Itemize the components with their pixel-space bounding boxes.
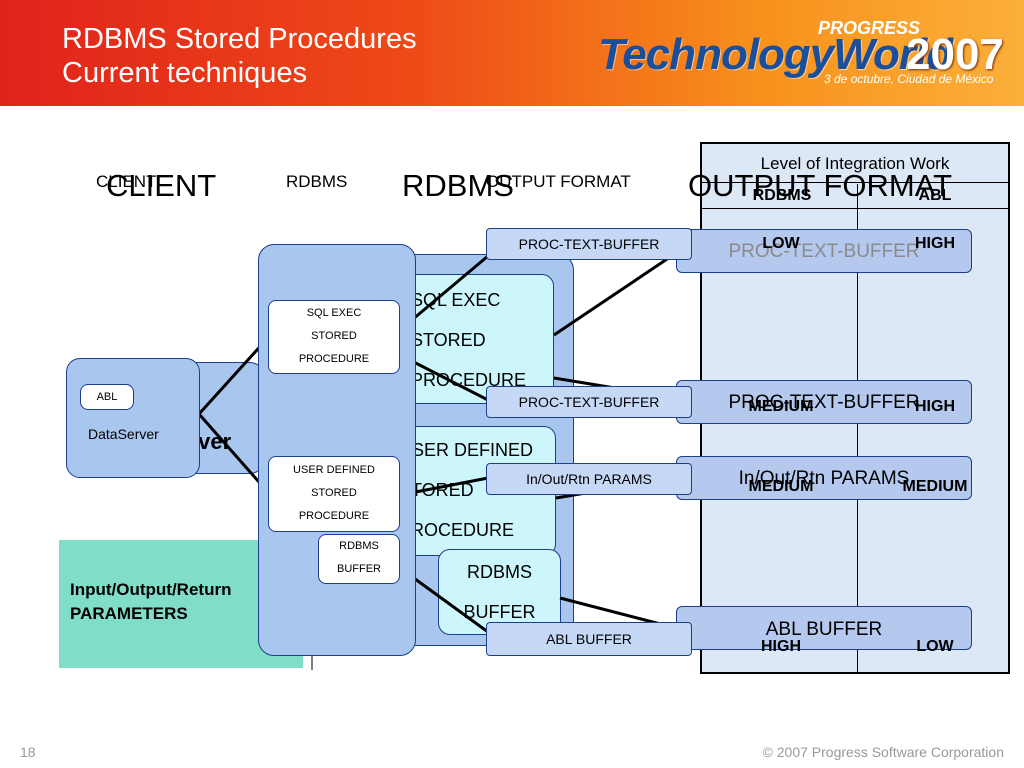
sql-exec-stored-procedure: SQL EXEC STORED PROCEDURE xyxy=(268,300,400,374)
column-header-client-small: CLIENT xyxy=(96,172,157,191)
copyright: © 2007 Progress Software Corporation xyxy=(762,744,1004,760)
dataserver-label: DataServer xyxy=(88,426,159,442)
tag-abl-buffer: ABL BUFFER xyxy=(486,622,692,656)
parameters-line-1: Input/Output/Return xyxy=(70,580,232,599)
connector-dataserver-user-defined xyxy=(197,413,268,491)
rdbms-buffer-small-line-1: RDBMS xyxy=(339,540,379,552)
cell-row2-abl: HIGH xyxy=(915,398,955,415)
column-header-rdbms-large: RDBMS xyxy=(402,168,514,203)
user-def-line-3: PROCEDURE xyxy=(399,520,515,540)
output-bar-inout-params: In/Out/Rtn PARAMS xyxy=(676,456,972,500)
rdbms-buffer-large: RDBMS BUFFER xyxy=(438,549,561,635)
slide-number: 18 xyxy=(20,744,36,760)
dataserver-box xyxy=(66,358,200,478)
cell-row1-abl: HIGH xyxy=(915,235,955,252)
bar-label: In/Out/Rtn PARAMS xyxy=(738,468,910,489)
column-header-output-small: OUTPUT FORMAT xyxy=(486,172,631,191)
abl-label: ABL xyxy=(96,391,118,403)
table-divider-top xyxy=(702,182,1008,183)
connector-large-proc-text-1 xyxy=(553,251,677,337)
tag-proc-text-buffer-2: PROC-TEXT-BUFFER xyxy=(486,386,692,418)
table-column-divider xyxy=(857,184,858,674)
logo-progress: PROGRESS xyxy=(818,18,921,38)
cell-row3-abl: MEDIUM xyxy=(902,478,968,495)
sql-exec-line-1: SQL EXEC xyxy=(411,290,501,310)
column-header-rdbms-small: RDBMS xyxy=(286,172,348,191)
bar-label: PROC-TEXT-BUFFER xyxy=(728,241,920,262)
table-col-rdbms: RDBMS xyxy=(752,187,812,204)
title-line-1: RDBMS Stored Procedures xyxy=(62,23,417,55)
cell-row4-abl: LOW xyxy=(916,638,954,655)
logo-technologyworld: TechnologyWorld xyxy=(598,30,953,79)
cell-row1-rdbms: LOW xyxy=(762,235,800,252)
column-header-client-large: CLIENT xyxy=(106,168,217,203)
cell-row2-rdbms: MEDIUM xyxy=(748,398,814,415)
parameters-label: Input/Output/Return PARAMETERS xyxy=(70,578,231,626)
bar-label: ABL BUFFER xyxy=(765,619,883,640)
slide-header xyxy=(0,0,1024,106)
slide-title: RDBMS Stored Procedures Current techniqu… xyxy=(62,22,417,90)
parameters-line-2: PARAMETERS xyxy=(70,604,188,623)
sql-exec-small-line-2: STORED xyxy=(311,330,357,342)
sql-exec-small-line-3: PROCEDURE xyxy=(298,353,370,365)
connector-dataserver-sql-exec xyxy=(197,338,268,416)
logo-subtitle: 3 de octubre, Ciudad de México xyxy=(824,72,994,86)
bar-label: PROC-TEXT-BUFFER xyxy=(728,392,920,413)
output-bar-abl-buffer: ABL BUFFER xyxy=(676,606,972,650)
tag-proc-text-buffer-1: PROC-TEXT-BUFFER xyxy=(486,228,692,260)
title-line-2: Current techniques xyxy=(62,57,308,89)
sql-exec-line-2: STORED xyxy=(411,330,486,350)
user-def-small-line-3: PROCEDURE xyxy=(298,510,370,522)
abl-box: ABL xyxy=(80,384,134,410)
table-col-abl: ABL xyxy=(918,187,952,204)
user-def-small-line-2: STORED xyxy=(311,487,357,499)
cell-row4-rdbms: HIGH xyxy=(761,638,801,655)
table-divider-header xyxy=(702,208,1008,209)
table-title: Level of Integration Work xyxy=(760,154,950,173)
user-defined-stored-procedure: USER DEFINED STORED PROCEDURE xyxy=(268,456,400,532)
user-def-small-line-1: USER DEFINED xyxy=(293,464,375,476)
user-def-line-1: USER DEFINED xyxy=(399,440,534,460)
cell-row3-rdbms: MEDIUM xyxy=(748,478,814,495)
rdbms-buffer-small-line-2: BUFFER xyxy=(337,563,381,575)
tag-inout-params: In/Out/Rtn PARAMS xyxy=(486,463,692,495)
rdbms-buffer-line-1: RDBMS xyxy=(466,562,532,582)
column-header-output-large: OUTPUT FORMAT xyxy=(688,168,953,203)
sql-exec-small-line-1: SQL EXEC xyxy=(306,307,362,319)
rdbms-buffer: RDBMS BUFFER xyxy=(318,534,400,584)
rdbms-buffer-line-2: BUFFER xyxy=(463,602,536,622)
output-bar-proc-text-buffer-1: PROC-TEXT-BUFFER xyxy=(676,229,972,273)
logo-year: 2007 xyxy=(906,30,1004,79)
